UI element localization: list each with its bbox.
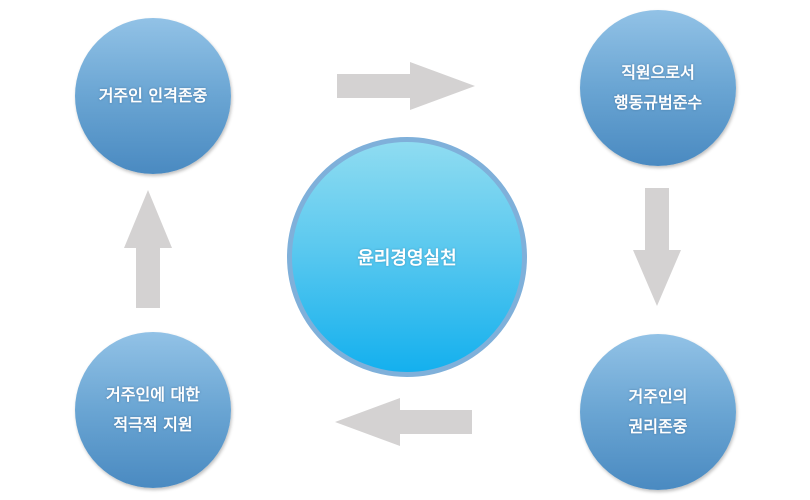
node-staff-conduct: 직원으로서 행동규범준수 xyxy=(580,10,736,166)
node-resident-rights: 거주인의 권리존중 xyxy=(580,334,736,490)
node-label: 권리존중 xyxy=(628,417,688,436)
node-resident-support: 거주인에 대한 적극적 지원 xyxy=(75,332,231,488)
center-label: 윤리경영실천 xyxy=(357,248,457,269)
node-label: 적극적 지원 xyxy=(113,415,193,434)
node-label: 직원으로서 xyxy=(621,63,695,82)
arrow-right-icon xyxy=(337,62,475,110)
arrow-up-icon xyxy=(124,190,172,308)
node-resident-dignity: 거주인 인격존중 xyxy=(75,18,231,174)
center-ethics-management: 윤리경영실천 xyxy=(287,137,527,377)
arrow-down-icon xyxy=(633,188,681,306)
node-label: 거주인에 대한 xyxy=(106,385,200,404)
node-label: 거주인의 xyxy=(628,387,688,406)
arrow-left-icon xyxy=(335,398,472,446)
node-label: 행동규범준수 xyxy=(613,93,703,112)
node-label: 거주인 인격존중 xyxy=(98,86,208,105)
